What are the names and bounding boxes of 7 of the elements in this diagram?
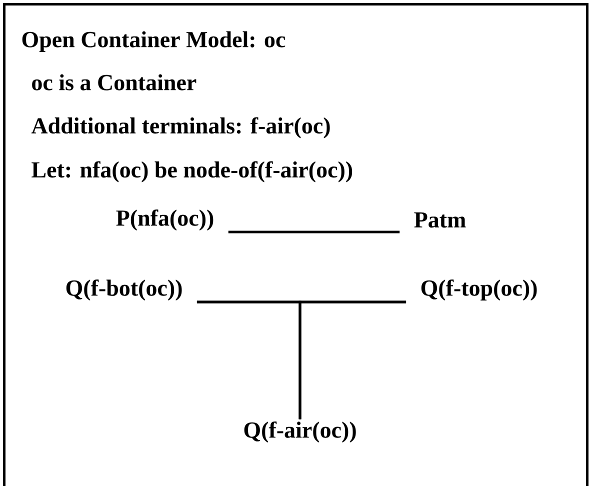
term-label: Q(f-air(oc)): [244, 421, 356, 443]
term-label: P(nfa(oc)): [116, 209, 214, 231]
connector-line: [228, 230, 400, 234]
term-label: Q(f-top(oc)): [421, 279, 537, 301]
connector-line: [298, 300, 406, 420]
term-label: Patm: [414, 212, 466, 228]
term-label: Q(f-bot(oc)): [66, 279, 182, 301]
